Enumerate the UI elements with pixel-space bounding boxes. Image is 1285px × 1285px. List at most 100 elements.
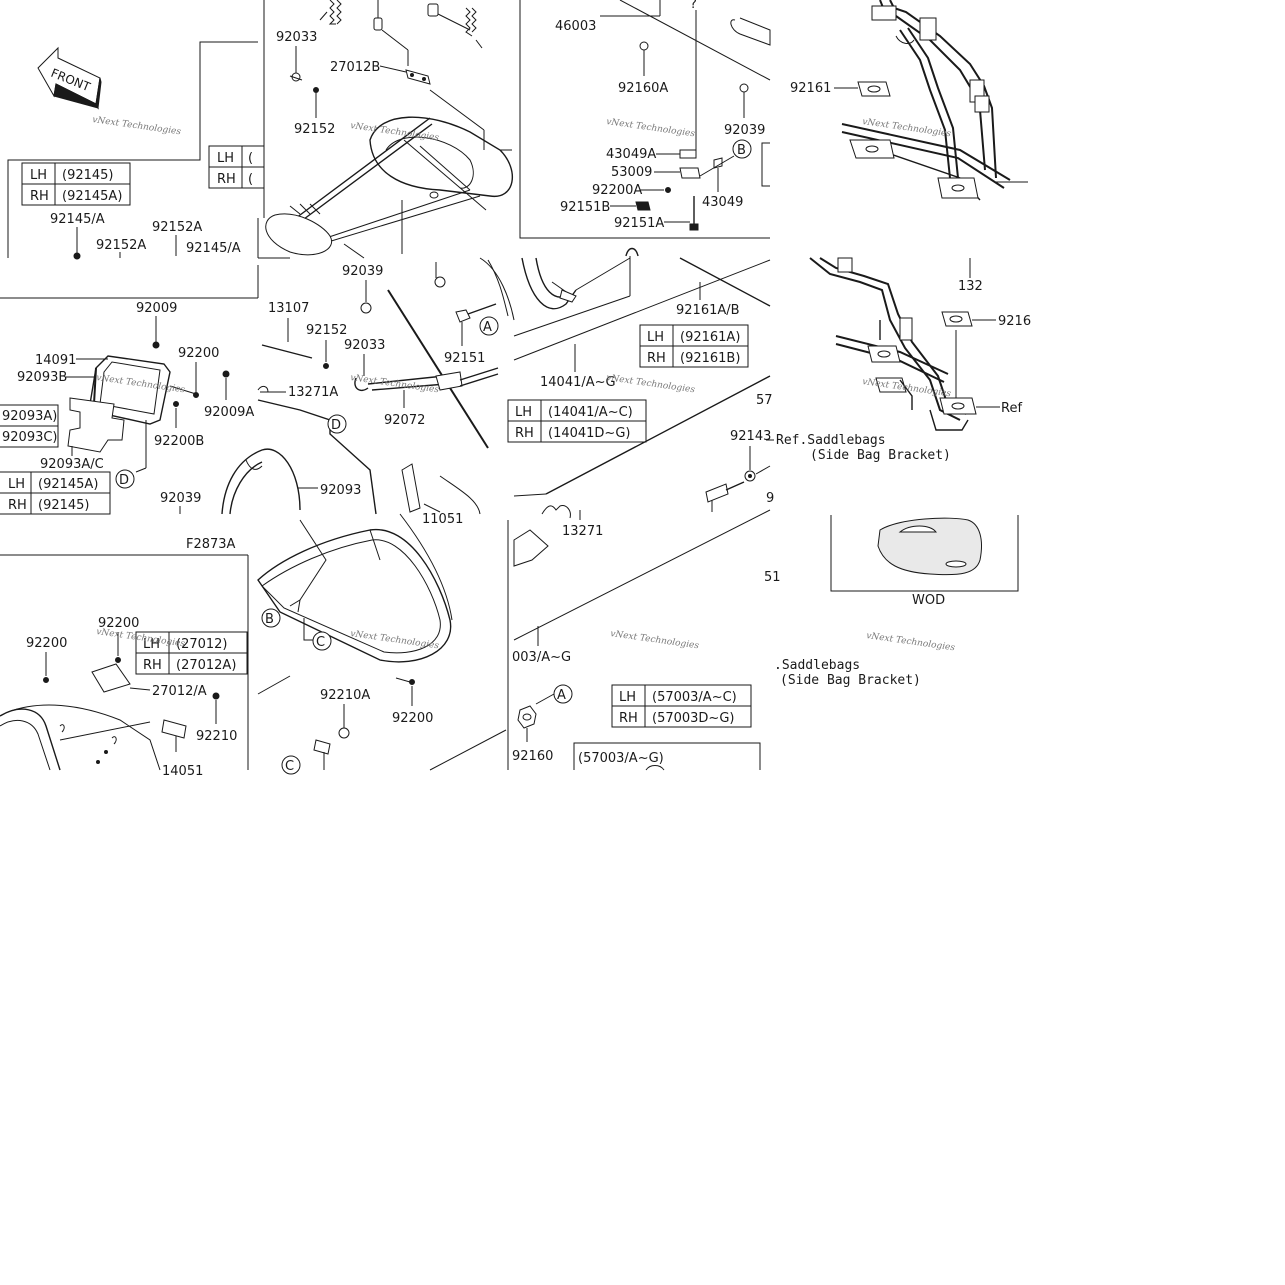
ref-saddlebags-b-line2: (Side Bag Bracket) [780,673,921,688]
label-ref: Ref [1001,401,1022,416]
svg-text:LH: LH [647,330,664,345]
label-92033-b: 92033 [344,338,385,353]
svg-text:(92145): (92145) [62,168,114,183]
ref-saddlebags-line1: Ref.Saddlebags [776,433,886,448]
svg-text:B: B [737,143,746,158]
label-92210a: 92210A [320,688,370,703]
top-left-panel: LH (92145) RH (92145A) 92145/A 92152A 92… [21,145,265,260]
label-92033-a: 92033 [276,30,317,45]
label-92200b: 92200B [154,434,204,449]
label-13271a: 13271A [288,385,338,400]
label-43049: 43049 [702,195,743,210]
label-14091: 14091 [35,353,76,368]
label-9216: 9216 [998,314,1031,329]
label-92200-a: 92200 [178,346,219,361]
label-92039-a: 92039 [724,123,765,138]
lid-hinge-panel: 92033 27012B 92152 [265,0,514,259]
label-13271: 13271 [562,524,603,539]
svg-text:LH: LH [515,405,532,420]
table-92093: 92093A) 92093C) [0,404,59,448]
table-27012: LH (27012) RH (27012A) [135,631,248,675]
wod-label: WOD [912,593,945,608]
table-57003: LH (57003/A~C) RH (57003D~G) [611,684,752,728]
svg-text:RH: RH [647,351,666,366]
label-92152-b: 92152 [306,323,347,338]
reflector-panel: F2873A 92200 92200 LH (27012) RH (27012A… [0,537,248,779]
label-13107: 13107 [268,301,309,316]
table-92145-b: LH (92145A) RH (92145) [0,471,111,515]
watermark: vNext Technologies [92,115,182,137]
svg-text:RH: RH [515,426,534,441]
label-43049a: 43049A [606,147,656,162]
label-46003: 46003 [555,19,596,34]
table-14041: LH (14041/A~C) RH (14041D~G) [507,399,647,443]
label-14051: 14051 [162,764,203,779]
svg-text:A: A [557,688,566,703]
svg-text:(: ( [248,172,253,187]
rail-panel: 003/A~G 51 A 92160 LH (57003/A~C) RH (57… [512,509,781,771]
label-92151: 92151 [444,351,485,366]
label-27012b: 27012B [330,60,380,75]
label-92009: 92009 [136,301,177,316]
svg-text:B: B [265,612,274,627]
watermark: vNext Technologies [350,373,440,395]
svg-text:D: D [119,473,129,488]
bracket-panel-middle: 132 9216 Ref Ref.Saddlebags (Side Bag Br… [766,257,1031,463]
svg-text:(: ( [248,151,253,166]
label-92200-b: 92200 [26,636,67,651]
label-9-trunc: 9 [766,491,774,506]
svg-text:92093A): 92093A) [2,409,57,424]
label-57: 57 [756,393,773,408]
watermark: vNext Technologies [862,117,952,139]
label-51: 51 [764,570,781,585]
svg-text:(92145A): (92145A) [62,189,122,204]
svg-text:(57003/A~C): (57003/A~C) [652,690,737,705]
label-27012a: 27012/A [152,684,207,699]
svg-text:(92161B): (92161B) [680,351,740,366]
svg-text:(92145A): (92145A) [38,477,98,492]
watermark: vNext Technologies [350,121,440,143]
svg-text:(14041D~G): (14041D~G) [548,426,630,441]
label-14041: 14041/A~G [540,375,616,390]
label-92200a: 92200A [592,183,642,198]
watermark: vNext Technologies [606,117,696,139]
label-92039-c: 92039 [160,491,201,506]
watermark: vNext Technologies [350,629,440,651]
latch-panel: 46003 ? 92160A 92039 B 43049A 53009 4304… [555,0,771,231]
svg-text:LH: LH [619,690,636,705]
label-92160a: 92160A [618,81,668,96]
label-003: 003/A~G [512,650,571,665]
ref-saddlebags-b-line1: .Saddlebags [774,658,860,673]
label-92152-a: 92152 [294,122,335,137]
label-92039-b: 92039 [342,264,383,279]
svg-text:(27012): (27012) [176,637,228,652]
label-92160: 92160 [512,749,553,764]
label-92145-b: 92145/A [186,241,241,256]
saddlebag-body-panel: 92161A/B LH (92161A) RH (92161B) 14041/A… [507,247,774,539]
label-92152a-1: 92152A [96,238,146,253]
svg-text:(27012A): (27012A) [176,658,236,673]
svg-text:LH: LH [143,637,160,652]
wod-panel: WOD .Saddlebags (Side Bag Bracket) [774,517,982,688]
svg-text:A: A [483,320,492,335]
watermark: vNext Technologies [606,373,696,395]
label-92152a-2: 92152A [152,220,202,235]
label-92093: 92093 [320,483,361,498]
watermarks: vNext Technologies vNext Technologies vN… [92,115,956,653]
table-57003-all: (57003/A~G) [578,751,664,766]
svg-text:RH: RH [217,172,236,187]
svg-text:(14041/A~C): (14041/A~C) [548,405,633,420]
label-92151b: 92151B [560,200,610,215]
watermark: vNext Technologies [862,377,952,399]
svg-text:C: C [316,635,325,650]
label-92200-d: 92200 [392,711,433,726]
watermark: vNext Technologies [610,629,700,651]
label-92200-c: 92200 [98,616,139,631]
label-92093b: 92093B [17,370,67,385]
bag-lower-panel: B C 92200 92210A C [257,513,507,775]
label-92210: 92210 [196,729,237,744]
svg-text:RH: RH [143,658,162,673]
front-arrow-icon: FRONT [37,46,102,110]
table-92161: LH (92161A) RH (92161B) [639,324,749,368]
